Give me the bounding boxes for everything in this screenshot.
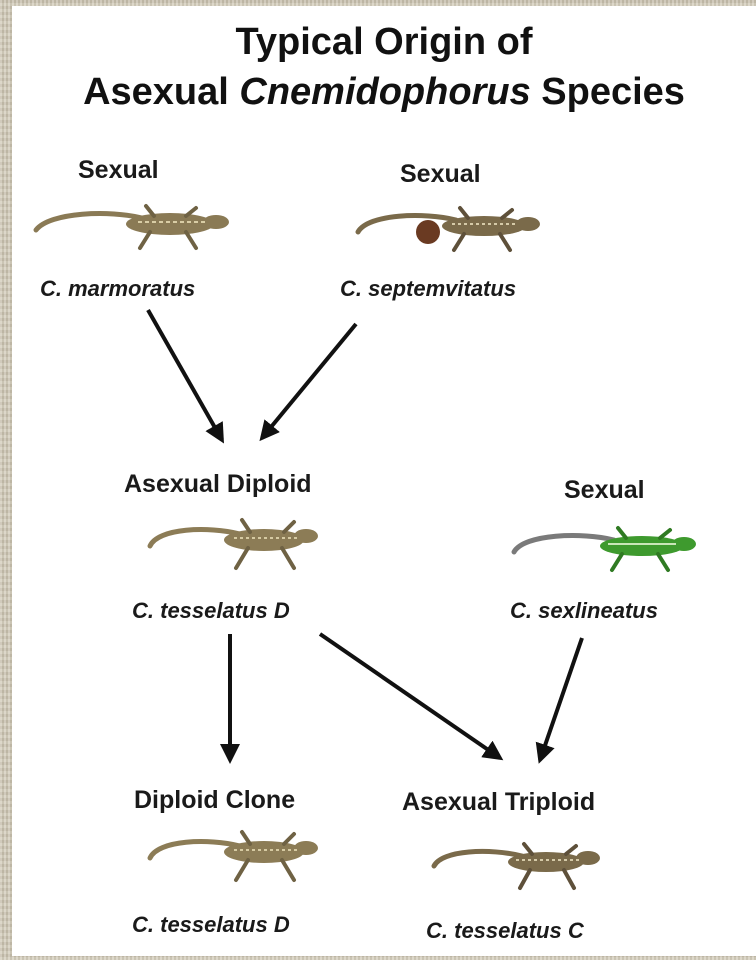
lizard-triploid-icon [431,842,600,890]
title-suffix: Species [530,71,685,113]
lizard-marmoratus-icon [33,204,229,250]
arrow-marmoratus-to-diploid [146,309,224,444]
lizard-sexlineatus-icon [511,526,696,572]
node-marmoratus-species: C. marmoratus [40,276,196,301]
lizard-tesselatus-d-icon [147,518,318,570]
arrow-septemvitatus-to-diploid [259,322,358,442]
node-sexlineatus-type: Sexual [564,476,645,504]
node-septemvitatus-species: C. septemvitatus [340,276,517,301]
lizard-clone-icon [147,830,318,882]
title-prefix: Asexual [83,71,240,113]
node-triploid-type: Asexual Triploid [402,788,596,816]
arrow-diploid-to-triploid [318,632,504,761]
arrows-layer [146,309,584,764]
node-sexlineatus-species: C. sexlineatus [510,598,658,623]
title-line-2: Asexual Cnemidophorus Species [12,72,756,112]
diagram-panel: Typical Origin of Asexual Cnemidophorus … [12,6,756,956]
node-tesselatus-d-type: Asexual Diploid [124,470,312,498]
node-clone-species: C. tesselatus D [132,912,290,937]
node-clone-type: Diploid Clone [134,786,296,814]
node-triploid-species: C. tesselatus C [426,918,584,943]
node-marmoratus-type: Sexual [78,156,159,184]
title-line-1: Typical Origin of [235,21,533,63]
lizard-septemvitatus-icon [355,206,540,252]
arrow-sexlineatus-to-triploid [535,637,584,764]
title-genus: Cnemidophorus [239,71,531,113]
node-tesselatus-d-species: C. tesselatus D [132,598,290,623]
node-septemvitatus-type: Sexual [400,160,481,188]
